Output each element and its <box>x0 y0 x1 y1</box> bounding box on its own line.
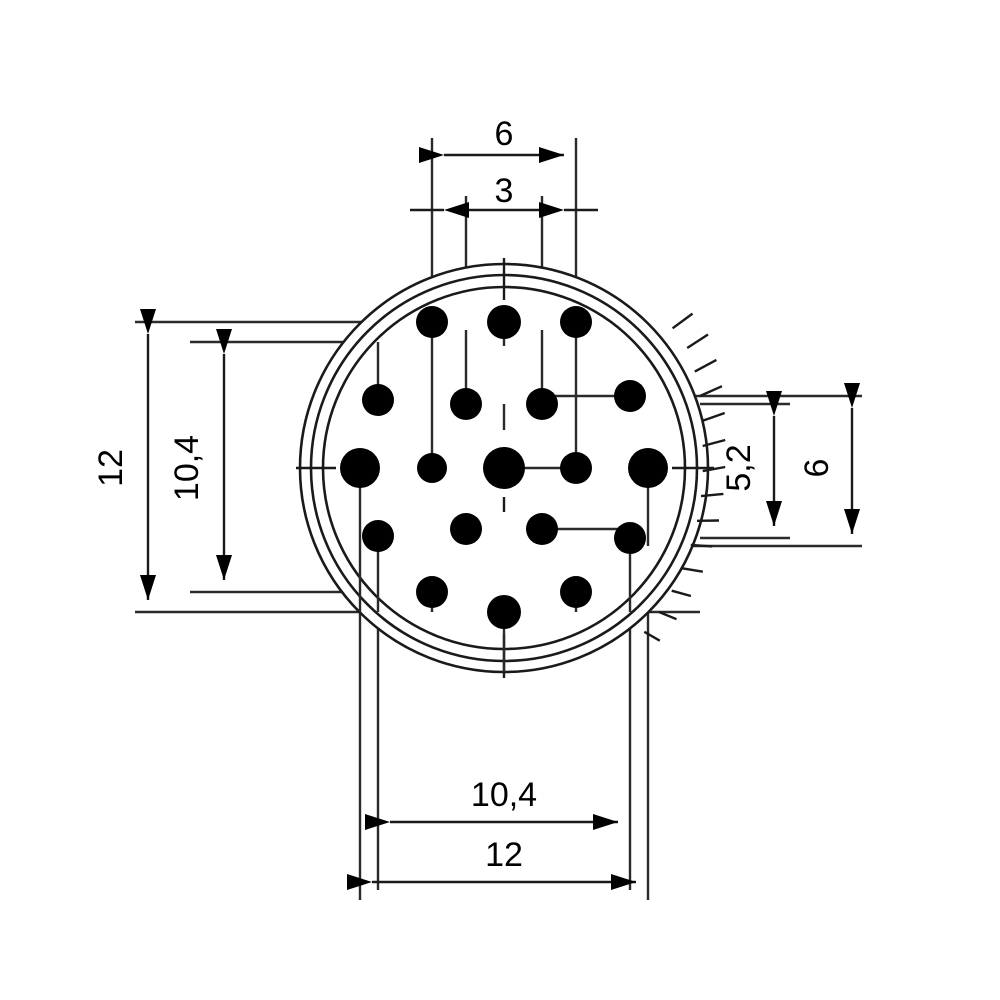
dim-label-bottom-104: 10,4 <box>471 776 537 814</box>
pin-group <box>340 305 668 629</box>
dimension-bottom-12: 12 <box>347 836 636 890</box>
pin-15 <box>526 513 558 545</box>
pin-7 <box>614 380 646 412</box>
pin-4 <box>362 384 394 416</box>
pin-5 <box>450 388 482 420</box>
pin-2 <box>487 305 521 339</box>
dimension-bottom-104: 10,4 <box>365 776 618 830</box>
pin-18 <box>487 595 521 629</box>
dimension-left-12: 12 <box>92 309 156 600</box>
dim-label-left-12: 12 <box>92 449 130 487</box>
pin-10 <box>483 447 525 489</box>
pin-11 <box>560 452 592 484</box>
dim-label-right-52: 5,2 <box>720 444 758 491</box>
dimension-right-6: 6 <box>798 383 860 534</box>
pin-9 <box>417 453 447 483</box>
pin-16 <box>614 522 646 554</box>
dim-label-right-6: 6 <box>798 459 836 478</box>
pin-12 <box>628 448 668 488</box>
dimension-right-52: 5,2 <box>720 391 782 526</box>
dim-label-left-104: 10,4 <box>168 435 206 501</box>
pin-13 <box>362 520 394 552</box>
serration-ticks <box>643 312 726 642</box>
pin-14 <box>450 513 482 545</box>
pin-1 <box>416 306 448 338</box>
pin-6 <box>526 388 558 420</box>
dim-label-top-3: 3 <box>495 172 514 210</box>
pin-19 <box>560 576 592 608</box>
pin-17 <box>416 576 448 608</box>
dim-label-top-6: 6 <box>495 115 514 153</box>
dimension-top-6: 6 <box>419 115 564 163</box>
dim-label-bottom-12: 12 <box>485 836 523 874</box>
dimension-top-3: 3 <box>410 172 598 218</box>
pin-3 <box>560 306 592 338</box>
pin-8 <box>340 448 380 488</box>
dimension-left-104: 10,4 <box>168 329 232 580</box>
